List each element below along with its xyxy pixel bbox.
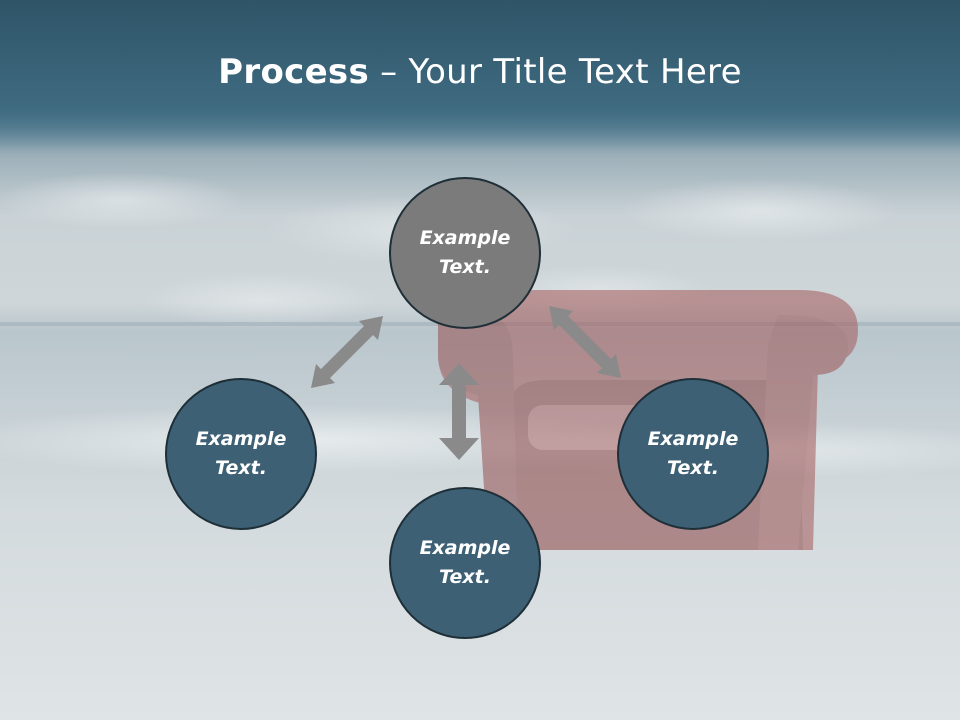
node-right-label: Example Text. — [647, 428, 739, 479]
node-top[interactable]: Example Text. — [389, 177, 541, 329]
arrow-vertical — [439, 363, 479, 460]
title-bar: Process – Your Title Text Here — [0, 0, 960, 150]
node-bottom[interactable]: Example Text. — [389, 487, 541, 639]
node-bottom-label: Example Text. — [419, 537, 511, 588]
node-top-label: Example Text. — [419, 227, 511, 278]
title-rest: – Your Title Text Here — [369, 52, 742, 92]
node-left-label: Example Text. — [195, 428, 287, 479]
slide-title: Process – Your Title Text Here — [0, 52, 960, 92]
title-bold: Process — [218, 52, 370, 92]
node-left[interactable]: Example Text. — [165, 378, 317, 530]
node-right[interactable]: Example Text. — [617, 378, 769, 530]
arrow-top-left — [311, 316, 383, 388]
arrow-top-right — [549, 306, 621, 378]
